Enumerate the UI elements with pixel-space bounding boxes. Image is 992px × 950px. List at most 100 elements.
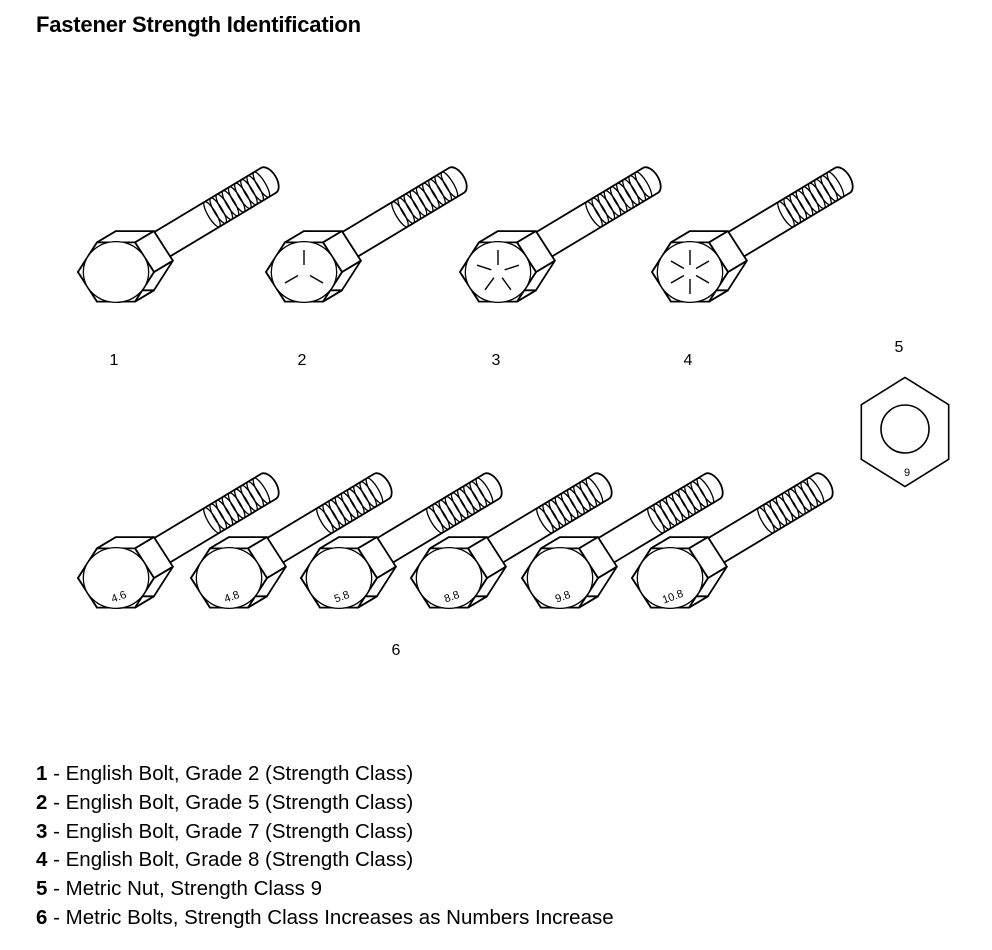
legend-separator: -	[47, 905, 66, 929]
bolt-thread	[240, 178, 258, 206]
bolt-thread	[795, 189, 814, 217]
bolt-thread	[426, 507, 444, 534]
bolt-thread	[622, 178, 640, 206]
bolt-thread	[397, 197, 416, 224]
bolt-thread	[438, 499, 457, 527]
bolt-thread	[597, 193, 616, 221]
bolt-thread	[788, 488, 806, 516]
english-bolt-3: 3	[459, 166, 662, 369]
callout-label: 2	[298, 352, 307, 369]
grade-line-mark	[284, 274, 299, 284]
bolt-thread	[794, 484, 812, 512]
bolt-thread	[573, 484, 591, 512]
english-bolt-2: 2	[265, 166, 468, 369]
bolt-thread	[221, 495, 240, 523]
bolt-thread	[548, 499, 567, 527]
legend-item: 1 - English Bolt, Grade 2 (Strength Clas…	[36, 760, 614, 789]
bolt-thread	[591, 197, 610, 224]
bolt-thread	[203, 201, 221, 228]
bolt-thread	[781, 492, 800, 519]
metric-class-mark: 4.6	[110, 589, 128, 606]
legend-text: English Bolt, Grade 5 (Strength Class)	[65, 790, 414, 814]
legend-number: 3	[36, 819, 48, 843]
nut-class-mark: 9	[904, 467, 910, 479]
metric-bolt-8-8: 8.8	[410, 472, 613, 610]
legend-item: 5 - Metric Nut, Strength Class 9	[36, 875, 614, 904]
bolt-thread	[227, 186, 246, 213]
legend-item: 4 - English Bolt, Grade 8 (Strength Clas…	[36, 846, 614, 875]
bolt-thread	[391, 201, 409, 228]
legend-text: Metric Bolts, Strength Class Increases a…	[65, 905, 614, 929]
bolt-thread	[227, 492, 246, 519]
bolt-thread	[603, 189, 622, 217]
bolt-thread	[203, 507, 221, 534]
legend-separator: -	[47, 877, 66, 901]
bolt-thread	[428, 178, 446, 206]
bolt-thread	[469, 481, 488, 508]
grade-line-mark	[309, 274, 324, 284]
bolt-head-chamfer	[526, 546, 594, 610]
grade-line-mark	[695, 260, 710, 270]
bolt-thread	[434, 175, 453, 202]
grade-line-mark	[670, 260, 685, 270]
bolt-head-chamfer	[82, 546, 150, 610]
bolt-shank	[354, 472, 503, 577]
bolt-shank	[131, 472, 280, 577]
metric-bolt-5-8: 5.8	[300, 472, 503, 610]
bolt-thread	[585, 201, 603, 228]
bolt-shank	[685, 472, 834, 577]
bolt-thread	[215, 193, 234, 221]
bolt-thread	[316, 507, 334, 534]
bolt-thread	[353, 484, 371, 512]
bolt-thread	[653, 503, 672, 530]
bolt-thread	[814, 178, 832, 206]
bolt-thread	[808, 182, 826, 210]
legend-number: 2	[36, 790, 48, 814]
bolt-thread	[440, 171, 459, 198]
bolt-head-chamfer	[415, 546, 483, 610]
bolt-head-chamfer	[636, 546, 704, 610]
bolt-thread	[246, 175, 265, 202]
bolt-thread	[800, 481, 819, 508]
bolt-head-chamfer	[464, 240, 532, 304]
bolt-thread	[409, 189, 428, 217]
legend-text: English Bolt, Grade 8 (Strength Class)	[65, 848, 414, 872]
bolt-thread	[246, 481, 265, 508]
legend-separator: -	[47, 790, 66, 814]
bolt-thread	[334, 495, 353, 523]
legend-text: Metric Nut, Strength Class 9	[65, 877, 322, 901]
bolt-thread	[359, 481, 378, 508]
bolt-thread	[347, 488, 365, 516]
bolt-thread	[215, 499, 234, 527]
bolt-thread	[340, 492, 359, 519]
bolt-shank	[131, 166, 280, 271]
bolt-thread	[763, 503, 782, 530]
bolt-shank	[513, 166, 662, 271]
bolt-thread	[252, 171, 271, 198]
bolt-thread	[757, 507, 775, 534]
legend-number: 1	[36, 762, 48, 785]
bolt-head-chamfer	[82, 240, 150, 304]
bolt-shank	[705, 166, 854, 271]
metric-class-mark: 8.8	[443, 589, 461, 606]
bolt-thread	[659, 499, 678, 527]
bolt-thread	[769, 499, 788, 527]
grade-line-mark	[670, 274, 685, 284]
metric-bolt-4-6: 4.6	[77, 472, 280, 610]
bolt-head-chamfer	[656, 240, 724, 304]
bolt-thread	[647, 507, 665, 534]
legend-item: 2 - English Bolt, Grade 5 (Strength Clas…	[36, 789, 614, 818]
metric-class-mark: 5.8	[333, 589, 351, 606]
bolt-thread	[554, 495, 573, 523]
bolt-thread	[775, 495, 794, 523]
legend-separator: -	[47, 848, 66, 872]
bolt-thread	[690, 481, 709, 508]
bolt-thread	[328, 499, 347, 527]
bolt-thread	[696, 477, 715, 504]
bolt-thread	[463, 484, 481, 512]
grade-line-mark	[695, 274, 710, 284]
bolt-thread	[322, 503, 341, 530]
bolt-thread	[536, 507, 554, 534]
bolt-thread	[209, 503, 228, 530]
bolt-thread	[234, 488, 252, 516]
